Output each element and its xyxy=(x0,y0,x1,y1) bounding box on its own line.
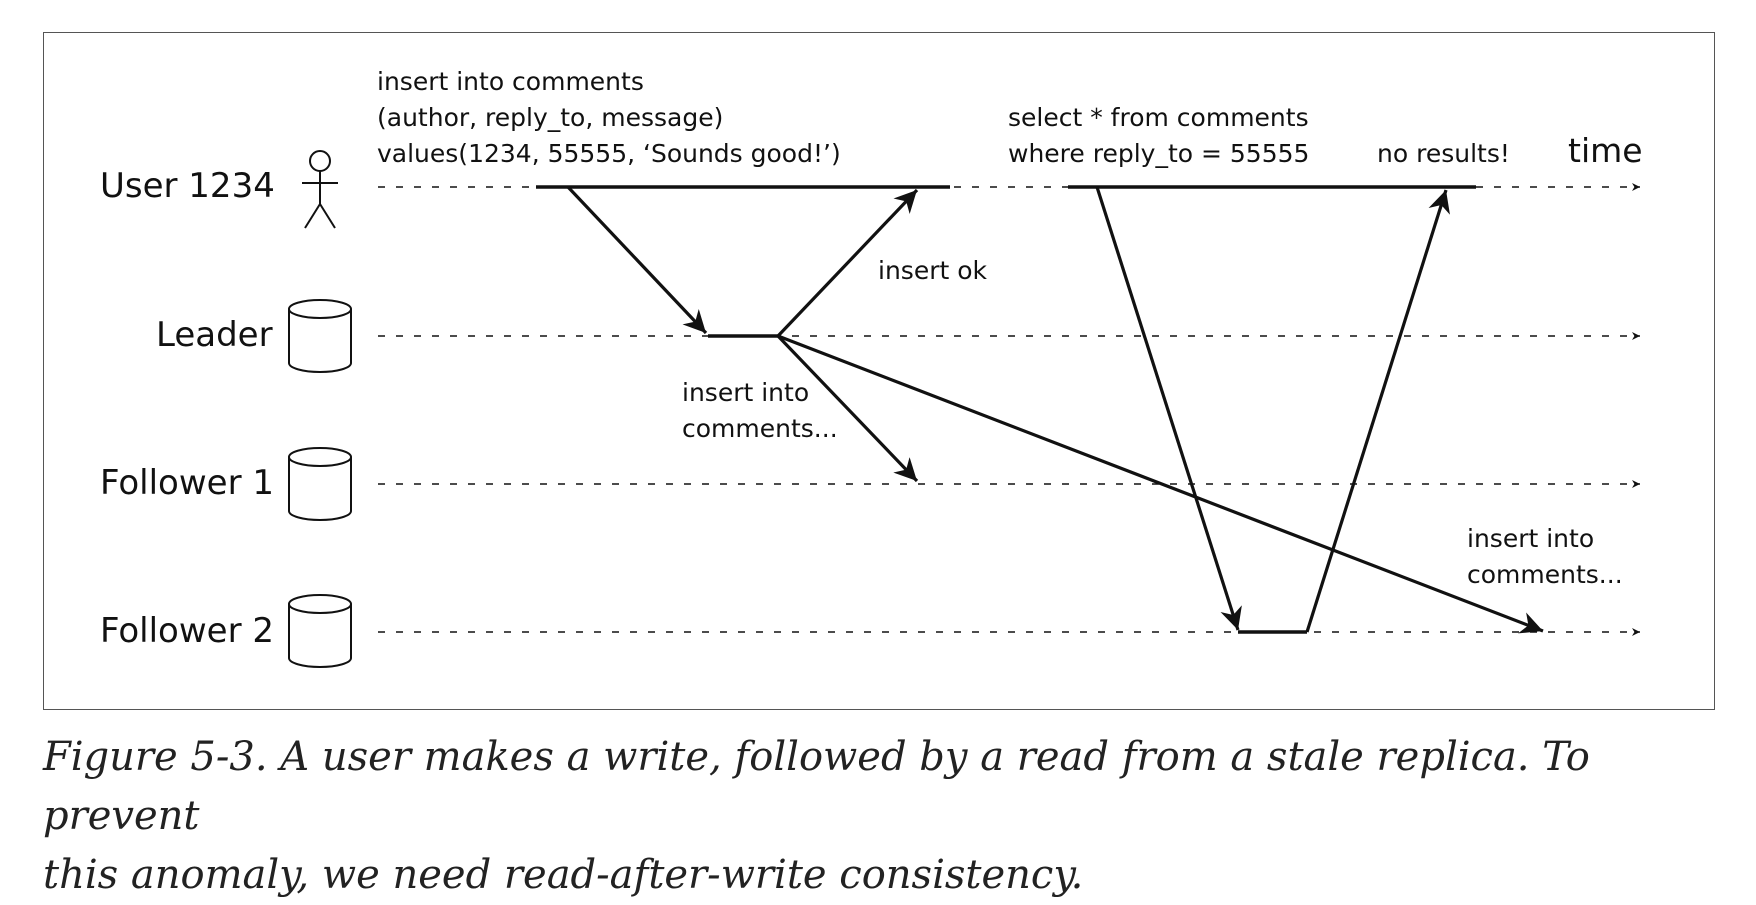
replicate-follower1-note: insert into comments... xyxy=(682,375,838,447)
read-request-line-1: select * from comments xyxy=(1008,103,1309,132)
actor-label-leader: Leader xyxy=(156,315,273,355)
follower2-database-icon xyxy=(288,594,352,668)
arrow-result-to-user xyxy=(1305,189,1450,633)
caption-line-2: this anomaly, we need read-after-write c… xyxy=(43,852,1084,898)
replicate-follower2-note: insert into comments... xyxy=(1467,521,1623,593)
arrow-insert-ok-to-user xyxy=(776,188,919,338)
replicate-follower2-line-1: insert into xyxy=(1467,524,1595,553)
arrow-replicate-to-follower1 xyxy=(776,334,919,483)
sequence-diagram xyxy=(288,150,1640,668)
read-request-note: select * from comments where reply_to = … xyxy=(1008,100,1309,172)
actor-label-follower2: Follower 2 xyxy=(100,611,274,651)
replicate-follower1-line-1: insert into xyxy=(682,378,810,407)
write-request-line-2: (author, reply_to, message) xyxy=(377,103,724,132)
arrow-read-to-follower2 xyxy=(1095,186,1242,631)
follower1-database-icon xyxy=(288,447,352,521)
write-request-note: insert into comments (author, reply_to, … xyxy=(377,64,841,172)
activity-bars xyxy=(536,185,1476,634)
time-axis-label: time xyxy=(1568,131,1643,170)
leader-database-icon xyxy=(288,299,352,373)
write-request-line-3: values(1234, 55555, ‘Sounds good!’) xyxy=(377,139,841,168)
message-arrows xyxy=(566,185,1544,634)
actor-label-user: User 1234 xyxy=(100,166,275,206)
arrow-replicate-to-follower2 xyxy=(777,334,1544,634)
stick-figure-icon xyxy=(302,150,338,229)
read-result-note: no results! xyxy=(1377,139,1510,168)
timelines xyxy=(378,183,1640,636)
arrow-write-to-leader xyxy=(566,185,708,335)
caption-line-1: Figure 5-3. A user makes a write, follow… xyxy=(43,734,1590,839)
replicate-follower2-line-2: comments... xyxy=(1467,560,1623,589)
actor-label-follower1: Follower 1 xyxy=(100,463,274,503)
replicate-follower1-line-2: comments... xyxy=(682,414,838,443)
figure-caption: Figure 5-3. A user makes a write, follow… xyxy=(43,728,1723,905)
insert-ok-note: insert ok xyxy=(878,256,987,285)
figure-frame xyxy=(43,32,1715,710)
write-request-line-1: insert into comments xyxy=(377,67,644,96)
read-request-line-2: where reply_to = 55555 xyxy=(1008,139,1310,168)
